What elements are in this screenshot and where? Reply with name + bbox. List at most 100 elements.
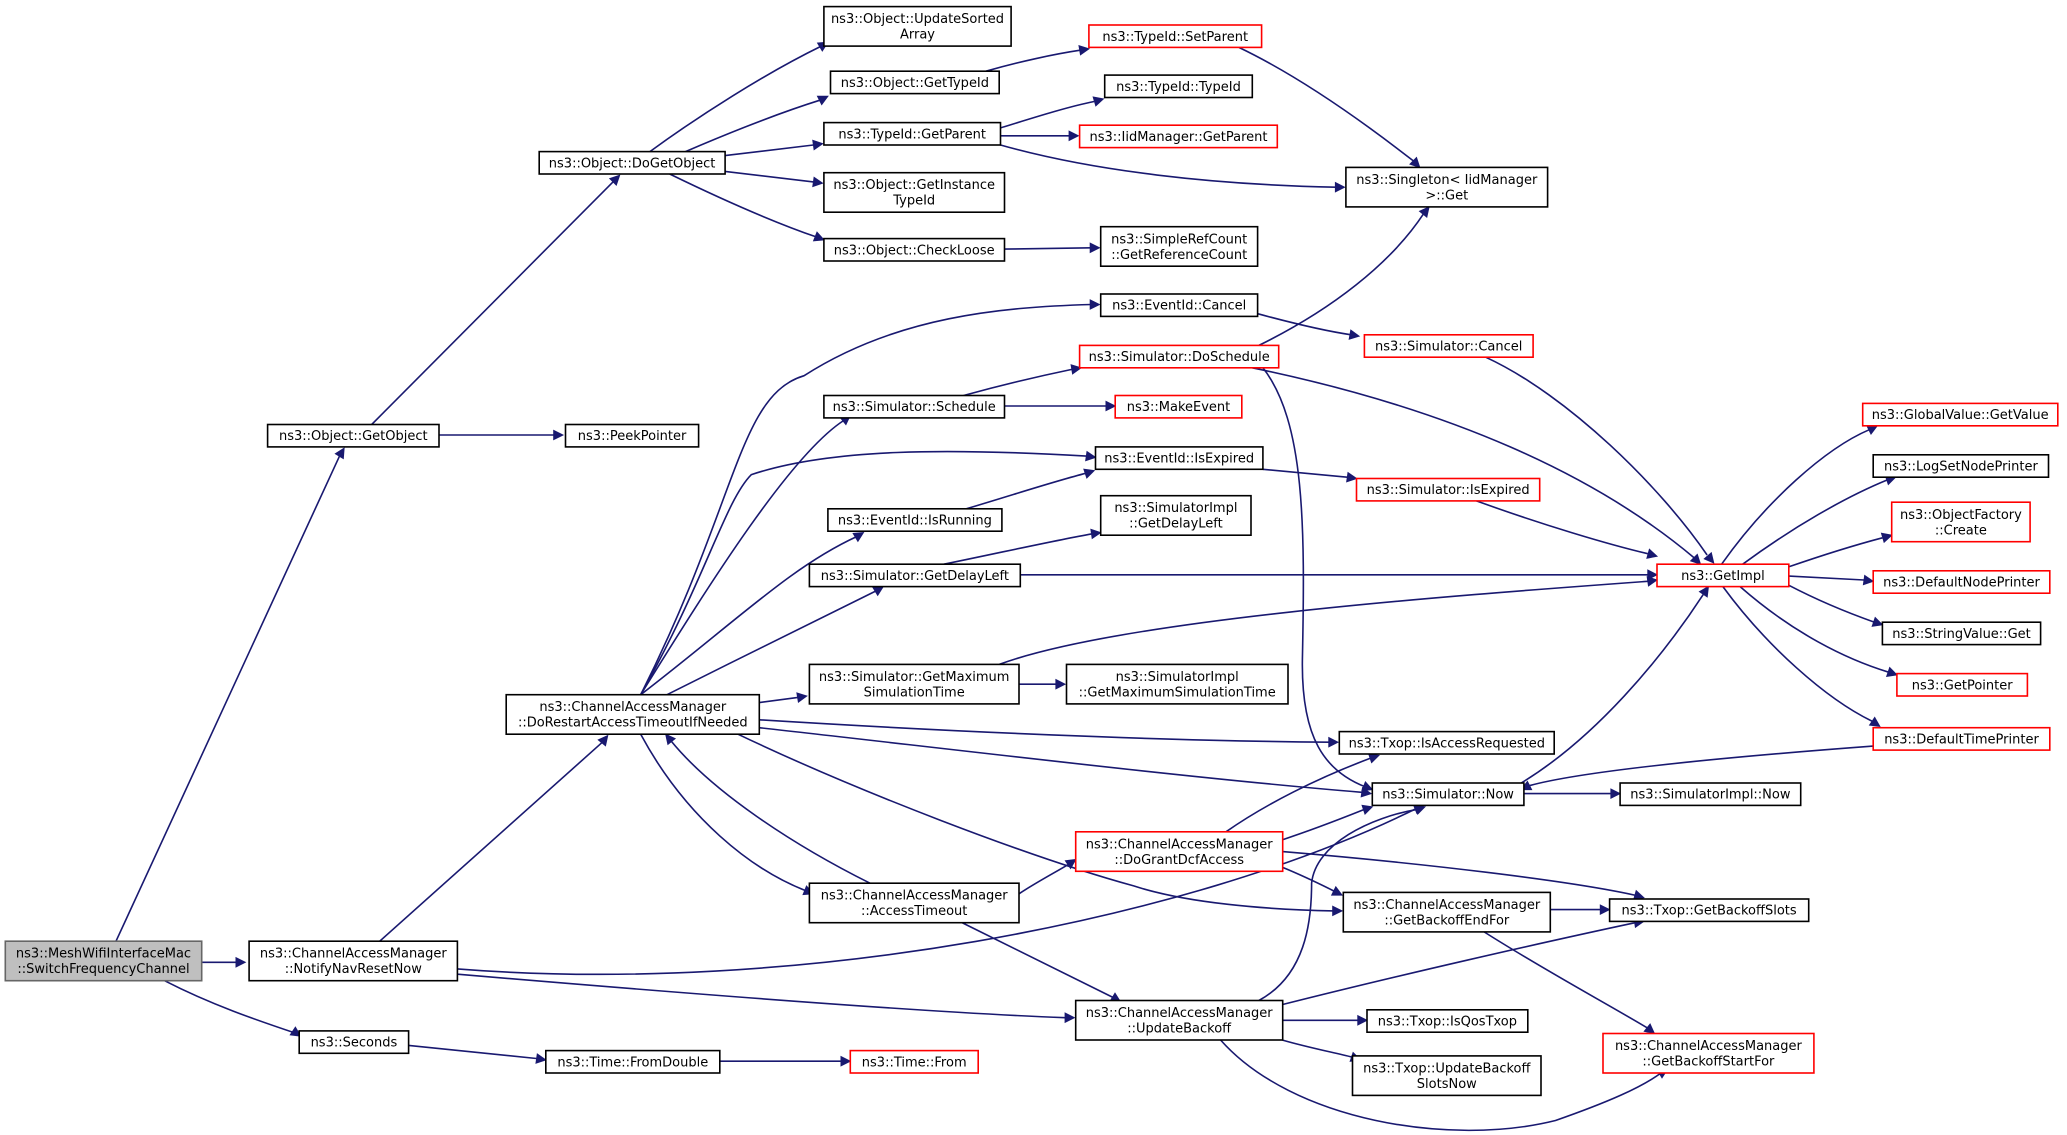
node-box <box>1065 663 1289 705</box>
edge-updatebackoff-to-updatebackoffslots <box>1282 1039 1362 1062</box>
node-label: ns3::Seconds <box>311 1036 398 1051</box>
node-label: ns3::Simulator::IsExpired <box>1367 483 1530 498</box>
edge-dogrant-to-simnow <box>1282 804 1374 841</box>
node-box <box>823 171 1006 213</box>
node-isrunning[interactable]: ns3::EventId::IsRunning <box>827 507 1003 532</box>
node-box <box>1342 891 1552 933</box>
edge-dorestart-to-isrunning <box>640 532 865 696</box>
node-dorestart[interactable]: ns3::ChannelAccessManager::DoRestartAcce… <box>505 693 761 736</box>
node-defaultnode[interactable]: ns3::DefaultNodePrinter <box>1872 569 2051 594</box>
edge-getbackoffend-to-getbackoffslots <box>1550 904 1611 916</box>
edge-simnow-to-implnow <box>1523 788 1622 800</box>
node-doschedule[interactable]: ns3::Simulator::DoSchedule <box>1078 344 1280 369</box>
node-singleton[interactable]: ns3::Singleton< IidManager>::Get <box>1345 166 1549 208</box>
node-dogrant[interactable]: ns3::ChannelAccessManager::DoGrantDcfAcc… <box>1074 830 1284 873</box>
node-box <box>1881 621 2042 646</box>
node-logsetnode[interactable]: ns3::LogSetNodePrinter <box>1872 453 2050 478</box>
node-iidgetparent[interactable]: ns3::IidManager::GetParent <box>1078 124 1279 149</box>
edge-simgetdelayleft-to-implgetdelayleft <box>943 528 1102 565</box>
node-simisexpired[interactable]: ns3::Simulator::IsExpired <box>1355 477 1541 502</box>
node-box <box>564 423 700 448</box>
edge-typeidgetparent-to-typeidtypeid <box>1000 96 1105 129</box>
node-label: ns3::ChannelAccessManager <box>821 889 1009 904</box>
node-implnow[interactable]: ns3::SimulatorImpl::Now <box>1619 782 1802 807</box>
edge-dogetobject-to-getinstancetypeid <box>724 170 824 188</box>
node-label: ::DoGrantDcfAccess <box>1114 853 1244 868</box>
node-objgettypeid[interactable]: ns3::Object::GetTypeId <box>829 70 1000 95</box>
edge-dorestart-to-schedule <box>640 414 852 696</box>
node-isqostxop[interactable]: ns3::Txop::IsQosTxop <box>1366 1008 1529 1033</box>
node-label: ns3::Txop::IsQosTxop <box>1378 1015 1517 1030</box>
edge-doschedule-to-simnow <box>1262 367 1374 792</box>
node-stringvalue[interactable]: ns3::StringValue::Get <box>1881 621 2042 646</box>
edge-notifynav-to-dorestart <box>379 734 609 942</box>
node-label: ns3::TypeId::SetParent <box>1102 30 1248 45</box>
node-label: ns3::TypeId::GetParent <box>838 127 986 142</box>
node-implgetmaxsim[interactable]: ns3::SimulatorImpl::GetMaximumSimulation… <box>1065 663 1289 705</box>
node-eventcancel[interactable]: ns3::EventId::Cancel <box>1099 293 1259 318</box>
node-typeidgetparent[interactable]: ns3::TypeId::GetParent <box>823 121 1002 146</box>
edge-simcancel-to-getimpl <box>1485 356 1715 564</box>
node-simcancel[interactable]: ns3::Simulator::Cancel <box>1363 333 1534 358</box>
node-getmaxsim[interactable]: ns3::Simulator::GetMaximumSimulationTime <box>808 663 1020 705</box>
node-peekpointer[interactable]: ns3::PeekPointer <box>564 423 700 448</box>
node-getbackoffstart[interactable]: ns3::ChannelAccessManager::GetBackoffSta… <box>1602 1032 1815 1074</box>
node-updatebackoff[interactable]: ns3::ChannelAccessManager::UpdateBackoff <box>1074 999 1284 1041</box>
node-typeidtypeid[interactable]: ns3::TypeId::TypeId <box>1103 74 1254 99</box>
edge-dorestart-to-getbackoffend <box>737 733 1344 917</box>
node-label: ns3::Object::GetInstance <box>833 178 995 193</box>
node-box <box>1103 74 1254 99</box>
node-box <box>823 394 1006 419</box>
node-box <box>1094 446 1264 471</box>
node-accesstimeout[interactable]: ns3::ChannelAccessManager::AccessTimeout <box>808 882 1020 924</box>
node-getimpl[interactable]: ns3::GetImpl <box>1656 563 1790 588</box>
node-label: ns3::SimpleRefCount <box>1111 232 1247 247</box>
node-makeevent[interactable]: ns3::MakeEvent <box>1114 394 1243 419</box>
edge-root-to-seconds <box>164 980 302 1037</box>
node-box <box>1861 402 2059 427</box>
node-implgetdelayleft[interactable]: ns3::SimulatorImpl::GetDelayLeft <box>1099 494 1252 537</box>
node-label: ns3::ChannelAccessManager <box>1615 1039 1803 1054</box>
node-dogetobject[interactable]: ns3::Object::DoGetObject <box>538 150 726 175</box>
edge-eventcancel-to-simcancel <box>1257 312 1361 340</box>
node-box <box>823 5 1012 47</box>
node-timefrom[interactable]: ns3::Time::From <box>849 1049 979 1074</box>
edge-dogetobject-to-updatesorted <box>649 41 829 153</box>
node-label: ::UpdateBackoff <box>1127 1022 1232 1037</box>
node-label: ns3::SimulatorImpl <box>1116 670 1239 685</box>
node-getobject[interactable]: ns3::Object::GetObject <box>266 423 440 448</box>
node-root[interactable]: ns3::MeshWifiInterfaceMac::SwitchFrequen… <box>4 940 203 982</box>
node-objfactory[interactable]: ns3::ObjectFactory::Create <box>1890 501 2031 543</box>
node-simplerefcount[interactable]: ns3::SimpleRefCount::GetReferenceCount <box>1099 225 1259 267</box>
node-simnow[interactable]: ns3::Simulator::Now <box>1371 782 1525 807</box>
node-isaccessreq[interactable]: ns3::Txop::IsAccessRequested <box>1338 730 1556 755</box>
node-getpointer[interactable]: ns3::GetPointer <box>1896 672 2029 697</box>
node-label: ns3::Simulator::DoSchedule <box>1089 350 1270 365</box>
node-seconds[interactable]: ns3::Seconds <box>298 1030 410 1055</box>
node-simgetdelayleft[interactable]: ns3::Simulator::GetDelayLeft <box>808 563 1022 588</box>
node-notifynav[interactable]: ns3::ChannelAccessManager::NotifyNavRese… <box>248 940 459 982</box>
node-box <box>1872 726 2051 751</box>
node-getbackoffend[interactable]: ns3::ChannelAccessManager::GetBackoffEnd… <box>1342 891 1552 933</box>
node-box <box>1371 782 1525 807</box>
node-label: ::NotifyNavResetNow <box>285 962 423 977</box>
node-getbackoffslots[interactable]: ns3::Txop::GetBackoffSlots <box>1608 898 1810 923</box>
node-checkloose[interactable]: ns3::Object::CheckLoose <box>823 237 1006 262</box>
node-defaulttime[interactable]: ns3::DefaultTimePrinter <box>1872 726 2051 751</box>
node-label: ::DoRestartAccessTimeoutIfNeeded <box>518 716 748 731</box>
edge-doschedule-to-singleton <box>1258 206 1430 347</box>
node-box <box>248 940 459 982</box>
node-fromdouble[interactable]: ns3::Time::FromDouble <box>544 1049 721 1074</box>
node-box <box>1345 166 1549 208</box>
node-schedule[interactable]: ns3::Simulator::Schedule <box>823 394 1006 419</box>
edge-doschedule-to-getimpl <box>1252 367 1702 565</box>
nodes-layer: ns3::MeshWifiInterfaceMac::SwitchFrequen… <box>4 5 2059 1097</box>
node-label: ns3::Simulator::GetMaximum <box>819 670 1010 685</box>
edge-simgetdelayleft-to-getimpl <box>1020 569 1659 581</box>
node-setparent[interactable]: ns3::TypeId::SetParent <box>1088 24 1263 49</box>
node-globalvalue[interactable]: ns3::GlobalValue::GetValue <box>1861 402 2059 427</box>
node-isexpired[interactable]: ns3::EventId::IsExpired <box>1094 446 1264 471</box>
